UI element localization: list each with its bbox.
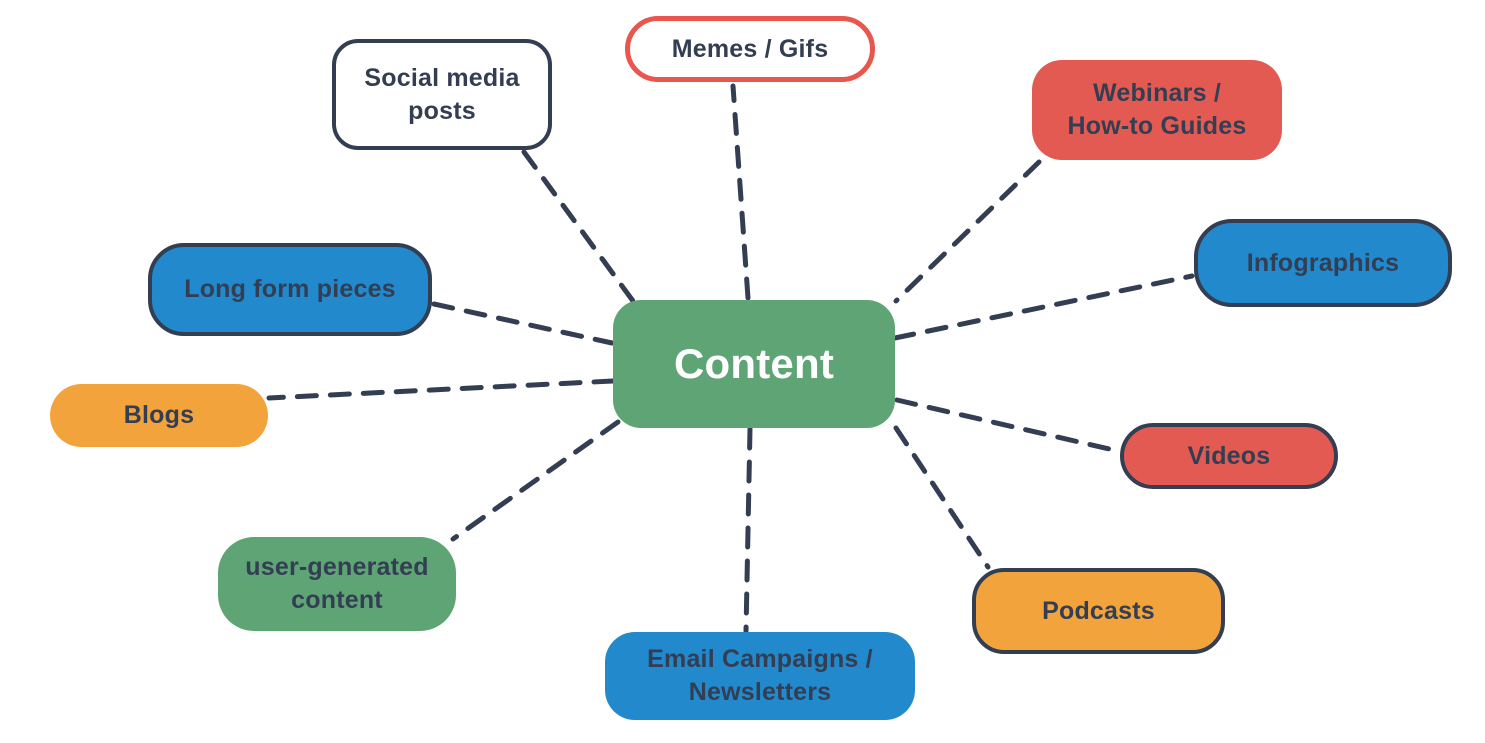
node-long-form-pieces[interactable]: Long form pieces [148,243,432,336]
connector-videos [894,397,1121,454]
node-email-campaigns-newsletters[interactable]: Email Campaigns / Newsletters [605,632,915,720]
node-videos[interactable]: Videos [1120,423,1338,489]
node-memes-label: Memes / Gifs [671,34,829,63]
node-blogs-label: Blogs [123,401,195,429]
node-podcasts-label: Podcasts [1042,596,1155,625]
connector-infographics [892,273,1195,341]
node-infographics[interactable]: Infographics [1194,219,1452,307]
node-memes-gifs[interactable]: Memes / Gifs [625,16,875,82]
node-videos-label: Videos [1187,441,1271,470]
node-content-label: Content [673,340,835,388]
node-podcasts[interactable]: Podcasts [972,568,1225,654]
connector-webinars [893,159,1042,304]
connector-memes [730,83,751,301]
connector-blogs [266,378,616,401]
node-user-generated-content[interactable]: user-generated content [218,537,456,631]
connector-ugc [450,419,621,542]
node-infographics-label: Infographics [1246,248,1400,277]
node-social-media-posts[interactable]: Social media posts [332,39,552,150]
node-blogs[interactable]: Blogs [50,384,268,447]
node-email-label: Email Campaigns / Newsletters [647,645,873,706]
node-webinars-howto-guides[interactable]: Webinars / How-to Guides [1032,60,1282,160]
node-longform-label: Long form pieces [184,275,396,303]
node-webinars-label: Webinars / How-to Guides [1067,79,1247,140]
node-content-center[interactable]: Content [613,300,895,428]
connector-podcasts [893,425,991,570]
connector-email [743,426,753,634]
connector-social [521,149,636,304]
node-ugc-label: user-generated content [245,553,429,614]
node-social-label: Social media posts [364,63,520,125]
connector-longform [431,301,615,346]
